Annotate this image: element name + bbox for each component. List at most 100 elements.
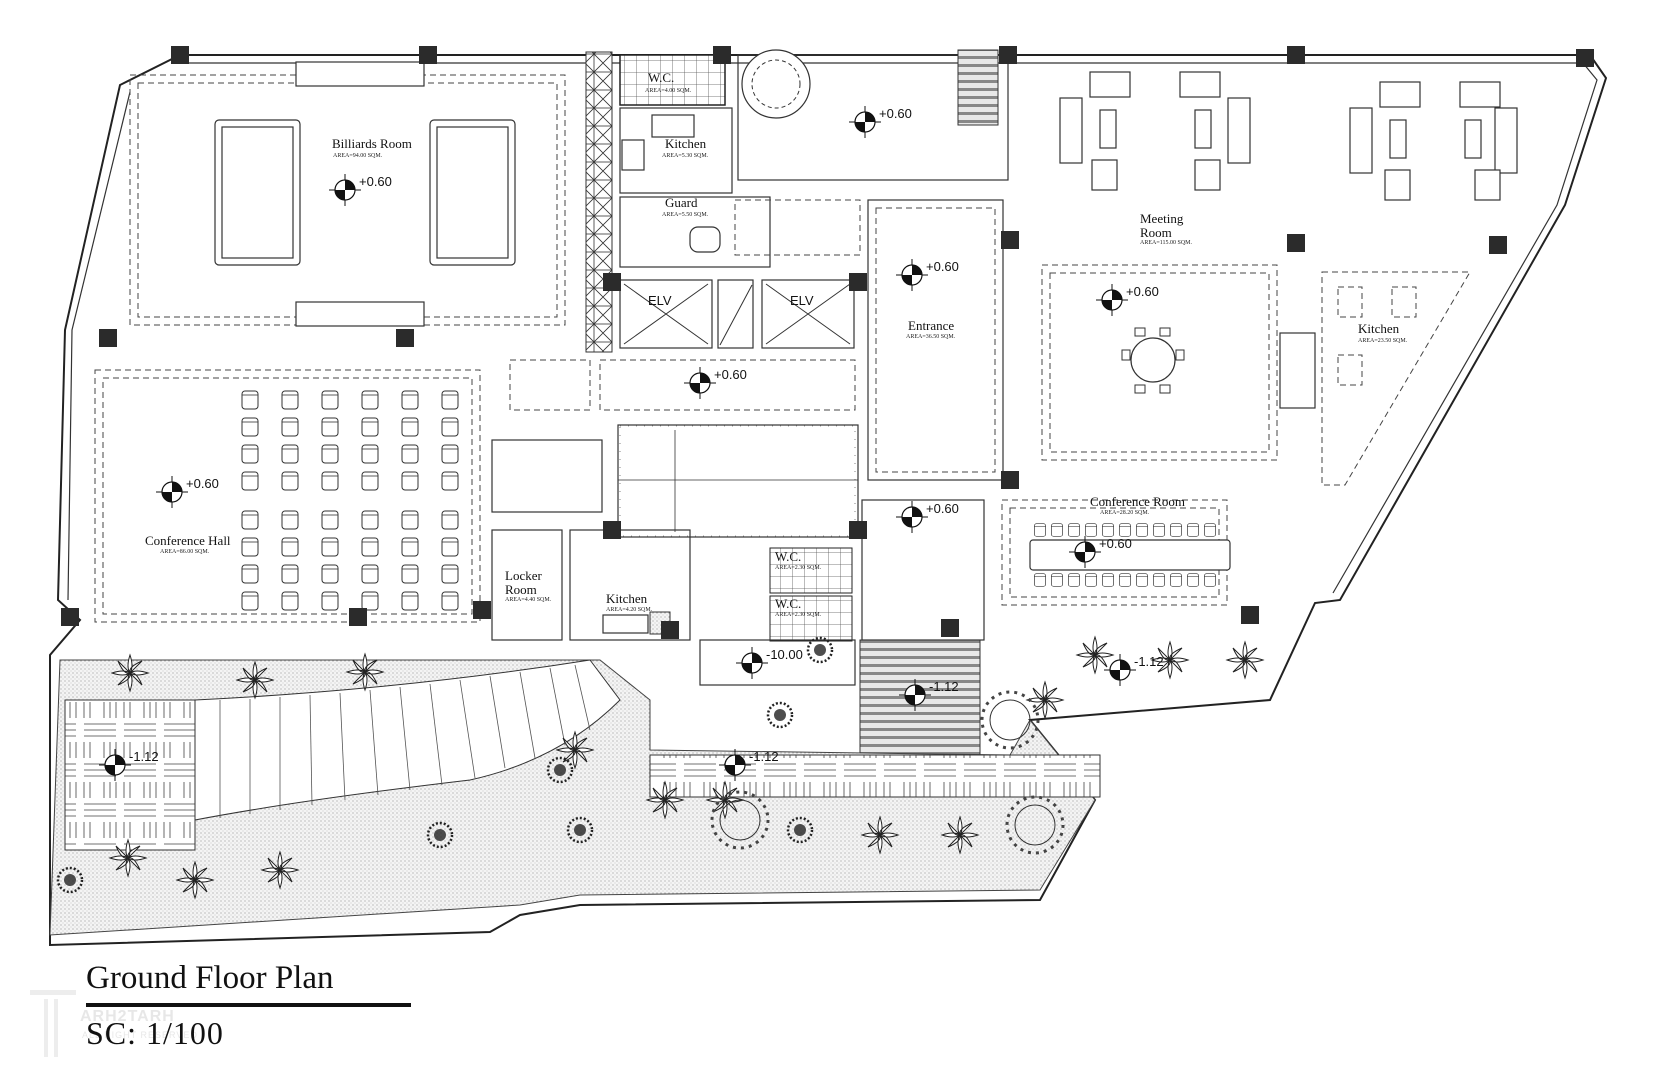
watermark-name: ARH2TARH <box>80 1008 175 1025</box>
chair-icon <box>441 564 459 584</box>
column-icon <box>61 608 79 626</box>
room-name-billiards: Billiards Room <box>332 136 412 151</box>
room-name-kitchen-bottom: Kitchen <box>606 591 648 606</box>
chair-icon <box>401 537 419 557</box>
conference-hall <box>94 369 481 623</box>
level-value: +0.60 <box>1126 284 1159 299</box>
chair-icon <box>1119 573 1131 587</box>
chair-icon <box>1136 523 1148 537</box>
chair-icon <box>321 510 339 530</box>
chair-icon <box>241 390 259 410</box>
room-name-kitchen-top: Kitchen <box>665 136 707 151</box>
level-value: -1.12 <box>749 749 779 764</box>
chair-icon <box>1170 573 1182 587</box>
level-marker-icon <box>1103 653 1137 687</box>
column-icon <box>1001 471 1019 489</box>
column-icon <box>1241 606 1259 624</box>
watermark-sub: ALL RIGHT RESERVED <box>82 1030 198 1040</box>
plant-icon <box>1026 681 1064 719</box>
chair-icon <box>1085 523 1097 537</box>
chair-icon <box>1136 573 1148 587</box>
level-value: +0.60 <box>926 259 959 274</box>
column-icon <box>99 329 117 347</box>
chair-icon <box>1051 573 1063 587</box>
level-marker-icon <box>1095 283 1129 317</box>
chair-icon <box>1034 523 1046 537</box>
column-icon <box>603 273 621 291</box>
chair-icon <box>441 510 459 530</box>
column-icon <box>849 273 867 291</box>
level-value: +0.60 <box>186 476 219 491</box>
chair-icon <box>281 390 299 410</box>
main-stair <box>617 424 859 538</box>
chair-icon <box>281 444 299 464</box>
chair-icon <box>281 471 299 491</box>
column-icon <box>941 619 959 637</box>
chair-icon <box>441 471 459 491</box>
bracing-strip <box>585 51 613 353</box>
room-area-billiards: AREA=94.00 SQM. <box>333 153 383 159</box>
chair-icon <box>241 537 259 557</box>
chair-icon <box>1187 573 1199 587</box>
room-name-wc-top: W.C. <box>648 70 674 85</box>
chair-icon <box>361 471 379 491</box>
chair-icon <box>441 417 459 437</box>
column-icon <box>1576 49 1594 67</box>
chair-icon <box>1153 573 1165 587</box>
chair-icon <box>401 444 419 464</box>
plant-icon <box>1076 636 1114 674</box>
room-area-meeting: AREA=115.00 SQM. <box>1140 240 1192 246</box>
elevator-label-1: ELV <box>648 293 672 308</box>
column-icon <box>1489 236 1507 254</box>
column-icon <box>999 46 1017 64</box>
chair-icon <box>281 591 299 611</box>
lobby-strip <box>509 359 856 411</box>
column-icon <box>1287 234 1305 252</box>
chair-icon <box>321 444 339 464</box>
chair-icon <box>321 591 339 611</box>
chair-icon <box>361 537 379 557</box>
column-icon <box>349 608 367 626</box>
room-name-wc-2: W.C. <box>775 596 801 611</box>
level-marker-icon <box>735 646 769 680</box>
room-area-kitchen-bottom: AREA=4.20 SQM. <box>606 607 653 613</box>
chair-icon <box>441 591 459 611</box>
service-block-top <box>619 54 771 268</box>
level-value: +0.60 <box>1099 536 1132 551</box>
level-marker-icon <box>895 500 929 534</box>
room-area-wc-1: AREA=2.30 SQM. <box>775 565 822 571</box>
chair-icon <box>281 417 299 437</box>
chair-icon <box>1051 523 1063 537</box>
plant-icon <box>1226 641 1264 679</box>
room-area-conference-room: AREA=28.20 SQM. <box>1100 510 1150 516</box>
entrance-hall <box>734 199 1004 481</box>
level-marker-icon <box>155 475 189 509</box>
chair-icon <box>401 591 419 611</box>
chair-icon <box>1085 573 1097 587</box>
chair-icon <box>281 564 299 584</box>
room-name-locker-1: Locker <box>505 568 542 583</box>
level-value: +0.60 <box>714 367 747 382</box>
chair-icon <box>1187 523 1199 537</box>
room-name-entrance: Entrance <box>908 318 954 333</box>
level-value: +0.60 <box>879 106 912 121</box>
column-icon <box>603 521 621 539</box>
level-markers: +0.60+0.60+0.60+0.60+0.60+0.60+0.60+0.60… <box>98 105 1164 782</box>
room-area-kitchen-right: AREA=23.50 SQM. <box>1358 338 1408 344</box>
room-name-locker-2: Room <box>505 582 537 597</box>
column-icon <box>419 46 437 64</box>
chair-icon <box>241 471 259 491</box>
chair-icon <box>1102 523 1114 537</box>
room-name-meeting-1: Meeting <box>1140 211 1184 226</box>
chair-icon <box>1034 573 1046 587</box>
chair-icon <box>1119 523 1131 537</box>
chair-icon <box>1068 523 1080 537</box>
plan-scale: SC: 1/100 <box>86 1015 224 1051</box>
chair-icon <box>321 417 339 437</box>
column-icon <box>1001 231 1019 249</box>
chair-icon <box>1204 573 1216 587</box>
chair-icon <box>441 444 459 464</box>
chair-icon <box>441 390 459 410</box>
chair-icon <box>241 564 259 584</box>
room-name-guard: Guard <box>665 195 698 210</box>
